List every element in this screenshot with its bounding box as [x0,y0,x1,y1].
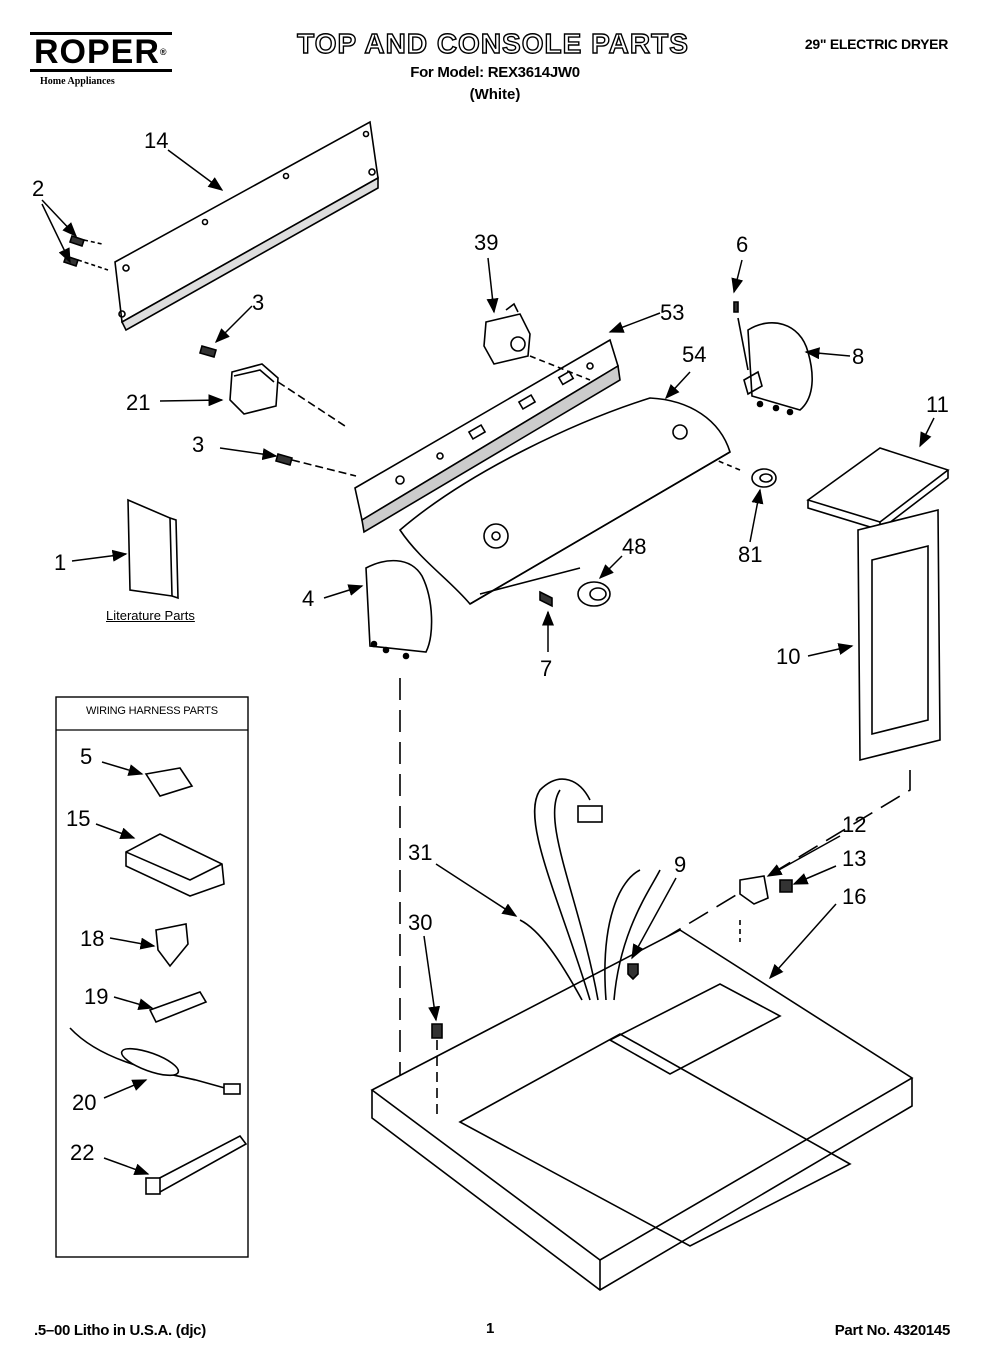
callout-1: 1 [54,550,66,575]
callout-8: 8 [852,344,864,369]
footer-part-number: Part No. 4320145 [834,1322,951,1339]
callout-9: 9 [674,852,686,877]
callout-13: 13 [842,846,866,871]
part-81-knob [751,468,777,488]
model-line: For Model: REX3614JW0 [410,64,580,81]
page-title: TOP AND CONSOLE PARTS [296,27,689,59]
wiring-harness-title: WIRING HARNESS PARTS [86,705,218,717]
part-19-terminal [148,991,208,1024]
part-48-knob [483,523,611,607]
callout-10: 10 [776,644,800,669]
color-line: (White) [469,86,521,103]
brand-trademark: ® [159,47,168,57]
callout-81: 81 [738,542,762,567]
part-16-top-panel [370,929,914,1291]
brand-name: ROPER [34,33,160,71]
callout-2: 2 [32,176,44,201]
callout-53: 53 [660,300,684,325]
callout-20: 20 [72,1090,96,1115]
brand-subtitle: Home Appliances [40,76,115,87]
callout-31: 31 [408,840,432,865]
part-7-clip [479,567,581,608]
part-54-console [398,397,741,606]
callout-5: 5 [80,744,92,769]
part-3-screws [199,345,357,477]
callout-21: 21 [126,390,150,415]
part-2-screws [62,234,109,271]
callout-7: 7 [540,656,552,681]
callout-4: 4 [302,586,314,611]
callout-12: 12 [842,812,866,837]
callout-leaders [41,149,935,1176]
part-10-frame [399,508,941,1099]
callout-18: 18 [80,926,104,951]
brand-logo: ROPER® [30,32,172,72]
part-4-end-cap [365,559,433,1098]
part-12-13-bracket [739,875,793,942]
callout-11: 11 [926,392,949,417]
callout-48: 48 [622,534,646,559]
footer-litho: .5–00 Litho in U.S.A. (djc) [34,1322,206,1339]
part-22-cable-tie [145,1134,248,1195]
footer-page-number: 1 [486,1320,495,1337]
part-5-connector [144,767,194,797]
callout-30: 30 [408,910,432,935]
callout-15: 15 [66,806,90,831]
part-1-literature [127,498,179,600]
product-name: 29" ELECTRIC DRYER [804,36,948,52]
part-39-push-switch [483,302,591,381]
callout-22: 22 [70,1140,94,1165]
part-9-clip [627,963,639,981]
callout-19: 19 [84,984,108,1009]
callout-39: 39 [474,230,498,255]
part-31-harness [519,778,661,1001]
part-15-connector-block [125,833,225,897]
callout-3-lower: 3 [192,432,204,457]
part-20-harness-wire [69,1027,241,1095]
literature-parts-label: Literature Parts [106,608,195,623]
callout-14: 14 [144,128,168,153]
part-30-clip [431,1023,443,1118]
callout-6: 6 [736,232,748,257]
part-8-end-cap [733,301,813,416]
brand: ROPER® Home Appliances [30,32,172,87]
part-21-switch [229,363,346,427]
callout-54: 54 [682,342,706,367]
callout-3-upper: 3 [252,290,264,315]
part-53-control-bracket [354,338,621,534]
part-11-cover [806,447,950,532]
callout-16: 16 [842,884,866,909]
part-14-console-back-panel [114,120,379,332]
wiring-harness-box [55,696,249,1258]
part-18-clip [155,923,189,968]
